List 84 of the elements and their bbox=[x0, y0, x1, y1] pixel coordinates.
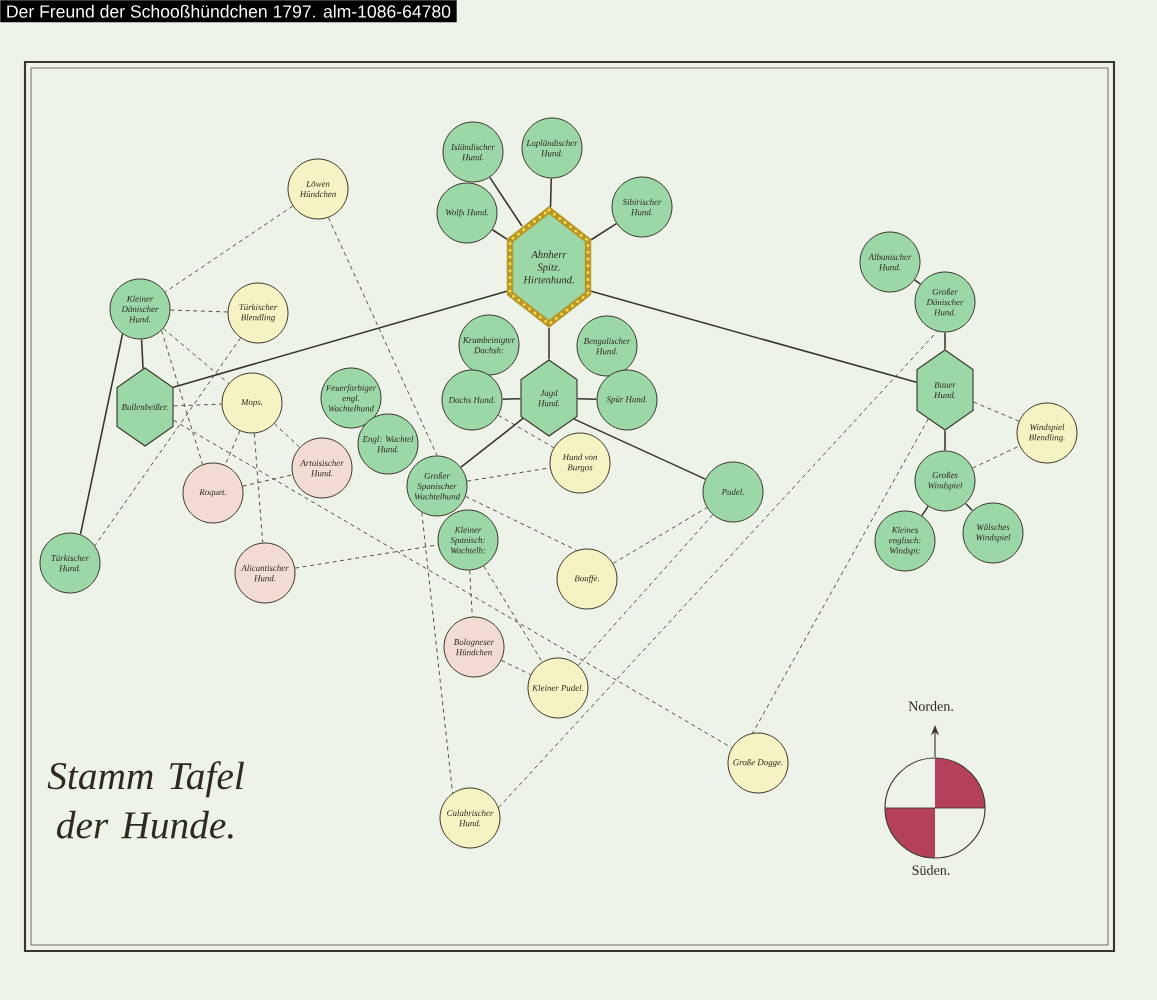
dashed-line bbox=[466, 467, 551, 482]
circle-node: Albanischer Hund. bbox=[859, 231, 921, 293]
dashed-line bbox=[577, 514, 714, 666]
dashed-line bbox=[497, 414, 555, 449]
dashed-line bbox=[973, 401, 1020, 422]
circle-node: Spür Hund. bbox=[596, 369, 658, 431]
caption: Der Freund der Schooßhündchen 1797. alm-1086-64780 bbox=[0, 0, 457, 23]
hexagon-node: Jagd Hund. bbox=[520, 359, 578, 437]
dashed-line bbox=[612, 507, 708, 564]
dashed-line bbox=[164, 205, 294, 293]
dashed-line bbox=[162, 328, 230, 384]
connector-line bbox=[79, 333, 124, 536]
circle-node: Löwen Hündchen bbox=[287, 158, 349, 220]
dashed-line bbox=[273, 423, 301, 448]
dashed-line bbox=[421, 511, 453, 794]
circle-node: Hund von Burgos bbox=[549, 432, 611, 494]
circle-node: Feuerfarbiger engl. Wachtelhund bbox=[320, 367, 382, 429]
dashed-line bbox=[94, 337, 241, 546]
hexagon-node: Bullenbeißer. bbox=[116, 367, 174, 447]
connector-line bbox=[913, 279, 922, 285]
connector-line bbox=[573, 418, 707, 480]
connector-line bbox=[460, 417, 524, 468]
circle-node: Engl: Wachtel Hund. bbox=[357, 413, 419, 475]
circle-node: Krumbeinigter Dachsh: bbox=[458, 314, 520, 376]
circle-node: Bologneser Hündchen bbox=[443, 616, 505, 678]
circle-node: Lapländischer Hund. bbox=[521, 117, 583, 179]
connector-line bbox=[964, 502, 974, 512]
dashed-line bbox=[465, 496, 577, 551]
connector-line bbox=[548, 327, 550, 361]
circle-node: Alicantischer Hund. bbox=[234, 542, 296, 604]
circle-node: Türkischer Blendling bbox=[227, 282, 289, 344]
dashed-line bbox=[170, 309, 228, 313]
circle-node: Artoisischer Hund. bbox=[291, 437, 353, 499]
dashed-line bbox=[498, 331, 938, 808]
circle-node: Kleiner Pudel. bbox=[527, 657, 589, 719]
circle-node: Große Dogge. bbox=[727, 732, 789, 794]
dashed-line bbox=[161, 330, 203, 465]
dashed-line bbox=[173, 403, 222, 407]
circle-node: Großer Dänischer Hund. bbox=[914, 271, 976, 333]
connector-line bbox=[501, 397, 522, 400]
connector-line bbox=[921, 505, 929, 517]
connector-line bbox=[489, 176, 523, 227]
dashed-line bbox=[501, 659, 532, 676]
dashed-line bbox=[752, 418, 929, 734]
dashed-line bbox=[294, 544, 439, 569]
circle-node: Calabrischer Hund. bbox=[439, 787, 501, 849]
circle-node: Pudel. bbox=[702, 461, 764, 523]
circle-node: Großes Windspiel bbox=[914, 450, 976, 512]
circle-node: Großer Spanischer Wachtelhund bbox=[406, 455, 468, 517]
circle-node: Türkischer Hund. bbox=[39, 532, 101, 594]
circle-node: Windspiel Blendling. bbox=[1016, 402, 1078, 464]
connector-line bbox=[590, 290, 918, 384]
circle-node: Kleiner Dänischer Hund. bbox=[109, 278, 171, 340]
connector-line bbox=[549, 177, 552, 208]
circle-node: Dachs Hund. bbox=[441, 369, 503, 431]
dashed-line bbox=[483, 565, 543, 663]
circle-node: Mops. bbox=[221, 372, 283, 434]
connector-line bbox=[576, 397, 598, 400]
compass-label: Süden. bbox=[912, 865, 950, 875]
title: Stamm Tafel der Hunde. bbox=[47, 761, 244, 839]
dashed-line bbox=[242, 474, 293, 487]
circle-node: Wälsches Windspiel bbox=[962, 502, 1024, 564]
circle-node: Sibirischer Hund. bbox=[611, 176, 673, 238]
dashed-line bbox=[469, 570, 473, 617]
dashed-line bbox=[253, 432, 264, 543]
dashed-line bbox=[328, 217, 438, 456]
circle-node: Kleines englisch: Windspi: bbox=[874, 510, 936, 572]
hexagon-node: Bauer Hund. bbox=[916, 349, 974, 431]
circle-node: Kleiner Spanisch: Wachtelh: bbox=[437, 509, 499, 571]
connector-line bbox=[140, 338, 144, 370]
dashed-line bbox=[972, 445, 1020, 469]
connector-line bbox=[944, 331, 946, 351]
circle-node: Bengalischer Hund. bbox=[576, 315, 638, 377]
connector-line bbox=[491, 229, 508, 240]
circle-node: Isländischer Hund. bbox=[442, 121, 504, 183]
connector-line bbox=[172, 290, 508, 388]
dashed-line bbox=[224, 430, 241, 466]
connector-line bbox=[590, 222, 618, 241]
circle-node: Roquet. bbox=[182, 462, 244, 524]
compass-label: Norden. bbox=[908, 701, 953, 711]
connector-line bbox=[944, 429, 946, 452]
dashed-line bbox=[173, 419, 732, 749]
circle-node: Bouffe. bbox=[556, 548, 618, 610]
circle-node: Wolfs Hund. bbox=[436, 182, 498, 244]
